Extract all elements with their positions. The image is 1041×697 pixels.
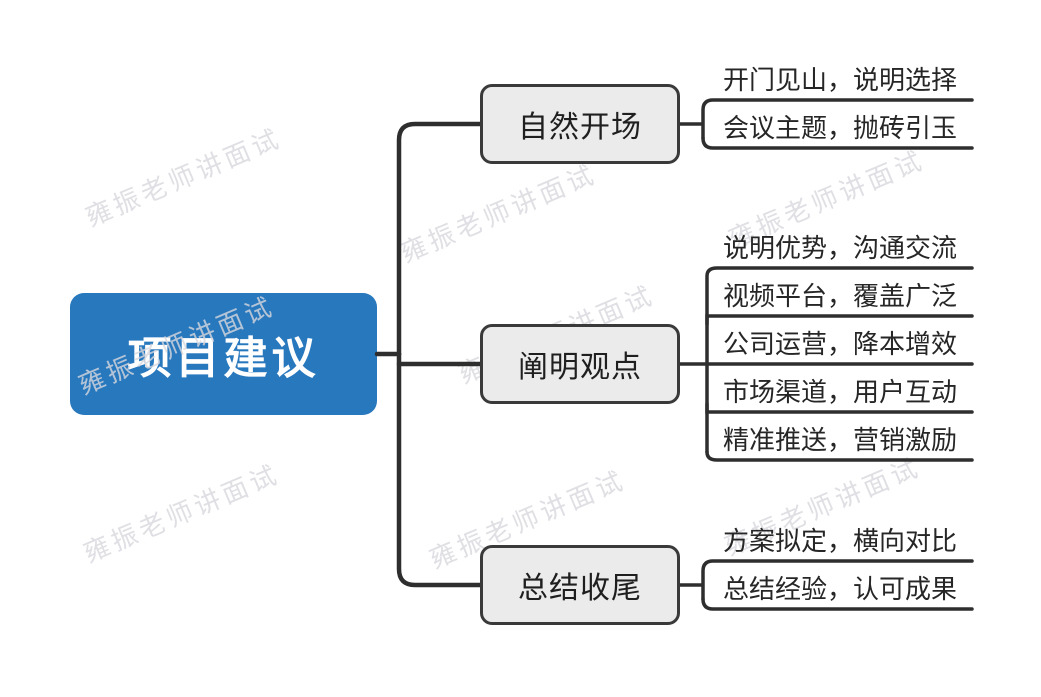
leaf-node[interactable]: 方案拟定，横向对比 bbox=[722, 526, 957, 556]
leaf-node[interactable]: 公司运营，降本增效 bbox=[722, 329, 957, 359]
leaf-node[interactable]: 总结经验，认可成果 bbox=[722, 574, 957, 604]
leaf-line-2-4 bbox=[705, 402, 974, 414]
branch-node-clarify-viewpoints[interactable]: 阐明观点 bbox=[480, 324, 680, 404]
leaf-lines bbox=[678, 98, 974, 611]
leaf-node[interactable]: 会议主题，抛砖引玉 bbox=[722, 113, 957, 143]
leaf-line-3-2 bbox=[701, 597, 974, 611]
trunk-lines bbox=[374, 121, 483, 588]
leaf-line-2-1 bbox=[678, 266, 974, 454]
root-node-project-proposal[interactable]: 项目建议 bbox=[70, 293, 377, 415]
leaf-node[interactable]: 视频平台，覆盖广泛 bbox=[722, 281, 957, 311]
leaf-node[interactable]: 说明优势，沟通交流 bbox=[722, 233, 957, 263]
leaf-node[interactable]: 市场渠道，用户互动 bbox=[722, 377, 957, 407]
leaf-line-3-1 bbox=[678, 559, 974, 601]
leaf-line-2-2 bbox=[705, 314, 974, 326]
leaf-node[interactable]: 开门见山，说明选择 bbox=[722, 65, 957, 95]
leaf-line-1-1 bbox=[678, 98, 974, 140]
leaf-line-2-5 bbox=[705, 450, 974, 462]
leaf-node[interactable]: 精准推送，营销激励 bbox=[722, 425, 957, 455]
branch3-connector-line bbox=[396, 351, 483, 588]
branch1-connector-line bbox=[396, 121, 483, 357]
branch-node-summary-ending[interactable]: 总结收尾 bbox=[480, 545, 680, 625]
leaf-line-1-2 bbox=[701, 136, 974, 150]
branch-node-natural-opening[interactable]: 自然开场 bbox=[480, 84, 680, 164]
